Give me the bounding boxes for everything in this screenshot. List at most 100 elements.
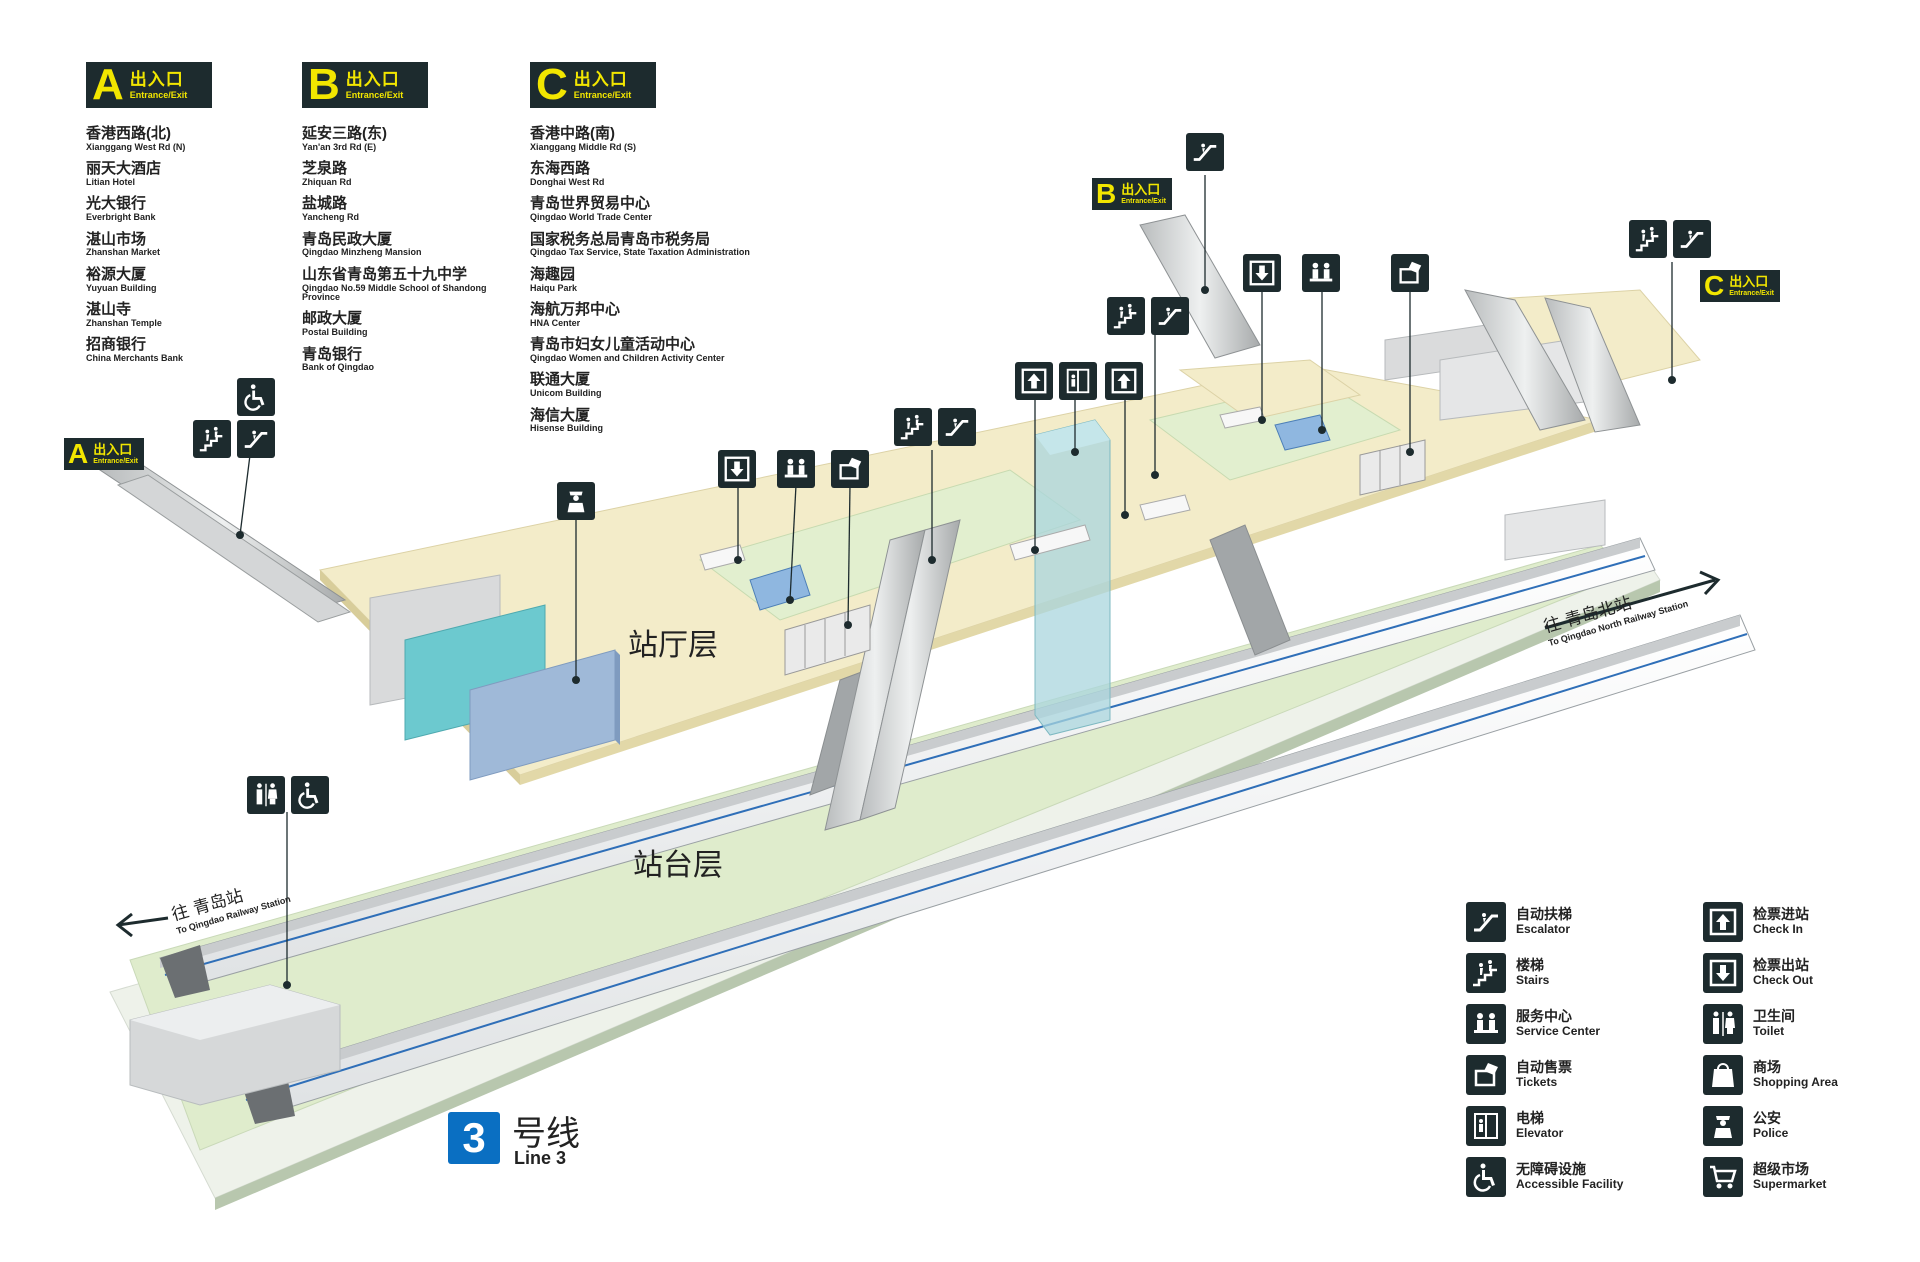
destination-en: HNA Center	[530, 317, 581, 328]
exit-b-letter: B	[308, 60, 340, 109]
legend-label-en: Shopping Area	[1753, 1075, 1838, 1090]
column	[1209, 524, 1291, 656]
legend-label-en: Supermarket	[1753, 1177, 1827, 1192]
legend-label-en: Elevator	[1516, 1126, 1564, 1141]
leader-dots	[236, 286, 1676, 989]
legend-label-en: Service Center	[1516, 1024, 1601, 1039]
destination-en: Bank of Qingdao	[302, 362, 374, 373]
shopping-icon	[1703, 1055, 1743, 1095]
check-out-icon	[1243, 254, 1281, 292]
legend-label-en: Check In	[1753, 922, 1804, 937]
exit-c-letter: C	[536, 60, 568, 109]
arrow-north	[1544, 570, 1721, 630]
destination-cn: 丽天大酒店	[86, 160, 162, 178]
exit-c-tag-letter: C	[1704, 270, 1725, 301]
legend-label-en: Tickets	[1516, 1075, 1558, 1090]
destination-cn: 国家税务总局青岛市税务局	[530, 230, 711, 248]
destination-item: 延安三路(东)Yan'an 3rd Rd (E)	[302, 126, 492, 152]
legend-label-cn: 卫生间	[1753, 1008, 1795, 1025]
destination-cn: 香港西路(北)	[86, 125, 171, 142]
destination-en: Donghai West Rd	[530, 176, 605, 187]
destination-cn: 招商银行	[86, 336, 147, 354]
escalator-exit-b	[1139, 214, 1261, 359]
accessible-icon	[291, 776, 329, 814]
legend-label-cn: 自动扶梯	[1516, 906, 1572, 923]
exit-b-en: Entrance/Exit	[345, 89, 404, 100]
destination-cn: 海航万邦中心	[530, 300, 621, 318]
arrow-south	[115, 912, 169, 938]
destination-item: 香港西路(北)Xianggang West Rd (N)	[86, 126, 356, 152]
destination-cn: 延安三路(东)	[302, 125, 387, 142]
exit-c-en: Entrance/Exit	[573, 89, 632, 100]
destination-cn: 芝泉路	[302, 160, 348, 178]
service-center-icon	[1302, 254, 1340, 292]
legend-label-en: Police	[1753, 1126, 1789, 1141]
police-icon	[557, 482, 595, 520]
escalator-icon	[1673, 220, 1711, 258]
tickets-icon	[1466, 1055, 1506, 1095]
train-near	[239, 614, 1756, 1124]
legend-label-en: Accessible Facility	[1516, 1177, 1624, 1192]
destination-cn: 光大银行	[86, 195, 147, 213]
legend-label-cn: 检票进站	[1753, 906, 1809, 923]
destination-cn: 青岛银行	[302, 345, 363, 363]
exit-a-tag-cn: 出入口	[93, 442, 133, 457]
tickets-icon	[831, 450, 869, 488]
accessible-icon	[237, 378, 275, 416]
elevator-icon	[1059, 362, 1097, 400]
legend-label-en: Check Out	[1753, 973, 1814, 988]
destination-en: Qingdao World Trade Center	[530, 212, 652, 223]
destination-en: Xianggang West Rd (N)	[86, 141, 186, 152]
legend-label-cn: 自动售票	[1516, 1059, 1572, 1076]
elevator-shaft	[1034, 419, 1111, 736]
toilet-icon	[1703, 1004, 1743, 1044]
escalator-mid-2	[859, 519, 961, 821]
exit-b-tag-letter: B	[1096, 178, 1117, 209]
destination-cn: 湛山寺	[86, 300, 132, 318]
leader-lines	[239, 175, 1673, 985]
legend-label-cn: 电梯	[1516, 1110, 1544, 1127]
destination-en: Hisense Building	[530, 423, 604, 434]
legend-label-en: Escalator	[1516, 922, 1571, 937]
escalator-icon	[1151, 297, 1189, 335]
stairs	[699, 544, 746, 571]
destination-cn: 海信大厦	[530, 406, 591, 424]
escalator-icon	[237, 420, 275, 458]
escalator-icon	[1466, 902, 1506, 942]
destination-en: China Merchants Bank	[86, 352, 184, 363]
check-in-icon	[1703, 902, 1743, 942]
stairs-icon	[1107, 297, 1145, 335]
exit-b-tag-cn: 出入口	[1121, 182, 1161, 197]
destination-cn: 香港中路(南)	[530, 125, 615, 142]
destination-cn: 盐城路	[302, 195, 348, 213]
escalator-icon	[1186, 133, 1224, 171]
service-center-icon	[777, 450, 815, 488]
destination-en: Qingdao Tax Service, State Taxation Admi…	[530, 247, 750, 258]
